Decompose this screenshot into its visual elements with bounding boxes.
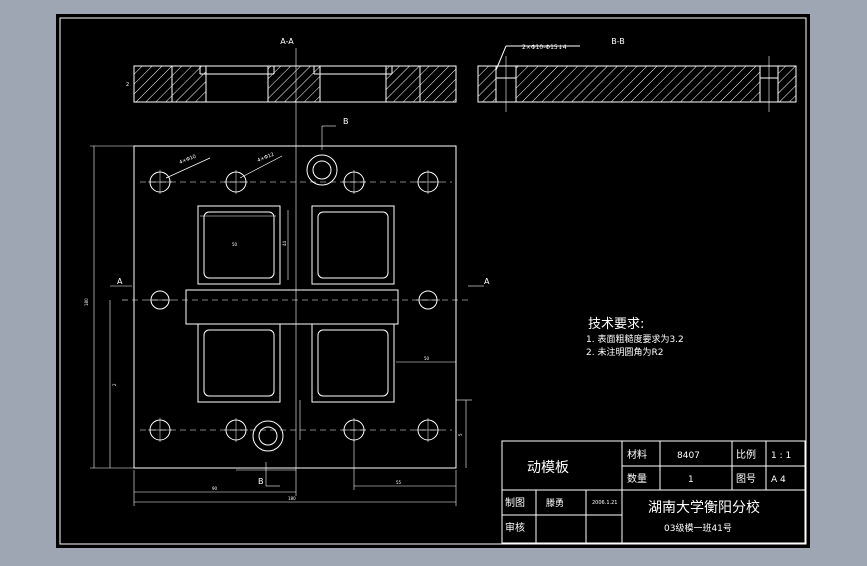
section-b-b: B-B 2×Φ10-Φ15↓4 bbox=[477, 37, 797, 112]
svg-text:44: 44 bbox=[282, 240, 287, 246]
sheet-border bbox=[59, 17, 807, 545]
cut-marker-a-left: A bbox=[117, 277, 123, 286]
sheet-background bbox=[56, 14, 810, 548]
svg-text:2: 2 bbox=[126, 82, 129, 88]
technical-requirements: 技术要求: 1. 表面粗糙度要求为3.2 2. 未注明圆角为R2 bbox=[586, 317, 684, 358]
title-block bbox=[501, 440, 806, 544]
mounting-hole-icon bbox=[148, 170, 440, 442]
svg-text:50: 50 bbox=[232, 242, 238, 247]
tech-req-item-2: 2. 未注明圆角为R2 bbox=[586, 346, 663, 358]
svg-text:180: 180 bbox=[288, 496, 296, 501]
cut-marker-b-top: B bbox=[343, 117, 349, 126]
svg-text:90: 90 bbox=[212, 486, 218, 491]
class-info: 03级模一班41号 bbox=[664, 522, 732, 534]
quantity-label: 数量 bbox=[627, 472, 647, 485]
section-b-b-label: B-B bbox=[611, 37, 625, 46]
svg-text:5: 5 bbox=[458, 433, 463, 436]
drawing-no-value: A 4 bbox=[771, 475, 786, 485]
svg-text:55: 55 bbox=[396, 480, 402, 485]
counterbore-hole-icon bbox=[252, 154, 338, 452]
drawn-by: 滕勇 bbox=[546, 497, 564, 509]
material-value: 8407 bbox=[677, 451, 700, 461]
scale-value: 1 : 1 bbox=[771, 451, 791, 461]
scale-label: 比例 bbox=[736, 448, 756, 461]
section-a-a: A-A 2 bbox=[126, 37, 457, 470]
dimension-lines bbox=[90, 145, 472, 506]
school-name: 湖南大学衡阳分校 bbox=[648, 499, 760, 516]
drawn-date: 2006.1.21 bbox=[592, 500, 617, 506]
svg-text:180: 180 bbox=[84, 298, 89, 306]
drawn-label: 制图 bbox=[505, 496, 525, 509]
section-a-a-label: A-A bbox=[280, 37, 294, 46]
cut-marker-a-right: A bbox=[484, 277, 490, 286]
material-label: 材料 bbox=[627, 448, 647, 461]
cut-marker-b-bottom: B bbox=[258, 477, 264, 486]
svg-text:50: 50 bbox=[424, 356, 430, 361]
part-name: 动模板 bbox=[527, 460, 569, 476]
bb-hole-callout: 2×Φ10-Φ15↓4 bbox=[522, 44, 567, 51]
reviewed-label: 审核 bbox=[505, 521, 525, 534]
drawing-no-label: 图号 bbox=[736, 473, 756, 485]
top-view: 4×Φ10 4×Φ12 B B A A bbox=[84, 117, 490, 506]
quantity-value: 1 bbox=[688, 475, 694, 485]
tech-req-heading: 技术要求: bbox=[588, 317, 644, 332]
tech-req-item-1: 1. 表面粗糙度要求为3.2 bbox=[586, 333, 684, 345]
svg-text:2: 2 bbox=[112, 383, 117, 386]
